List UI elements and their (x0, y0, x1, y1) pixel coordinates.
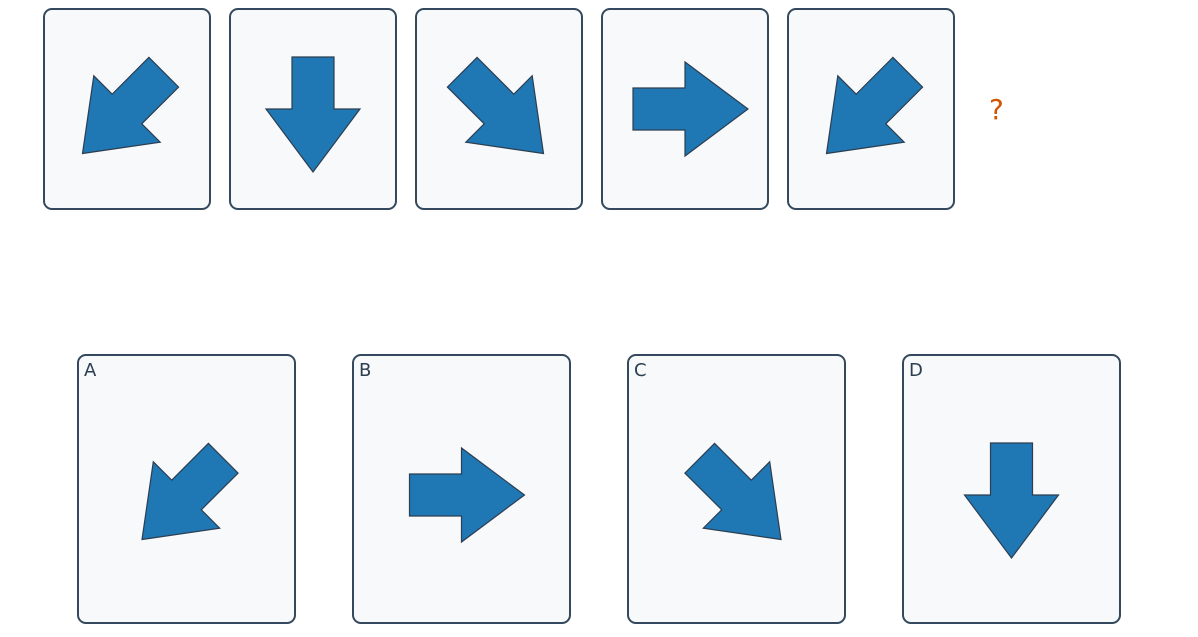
option-label: A (84, 360, 97, 381)
sequence-panel-1 (43, 8, 211, 210)
arrow-icon (632, 60, 750, 158)
arrow-icon (825, 56, 924, 155)
option-a[interactable]: A (77, 354, 296, 624)
sequence-panel-3 (415, 8, 583, 210)
option-c[interactable]: C (627, 354, 846, 624)
option-d[interactable]: D (902, 354, 1121, 624)
option-label: D (909, 360, 923, 381)
option-label: C (634, 360, 647, 381)
sequence-panel-5 (787, 8, 955, 210)
sequence-panel-4 (601, 8, 769, 210)
missing-marker: ? (989, 93, 1004, 126)
arrow-icon (81, 56, 180, 155)
arrow-icon (684, 442, 782, 541)
arrow-icon (141, 442, 239, 541)
arrow-icon (264, 56, 362, 174)
option-label: B (359, 360, 372, 381)
arrow-icon (963, 442, 1060, 560)
option-b[interactable]: B (352, 354, 571, 624)
arrow-icon (408, 446, 526, 544)
sequence-panel-2 (229, 8, 397, 210)
arrow-icon (446, 56, 545, 155)
